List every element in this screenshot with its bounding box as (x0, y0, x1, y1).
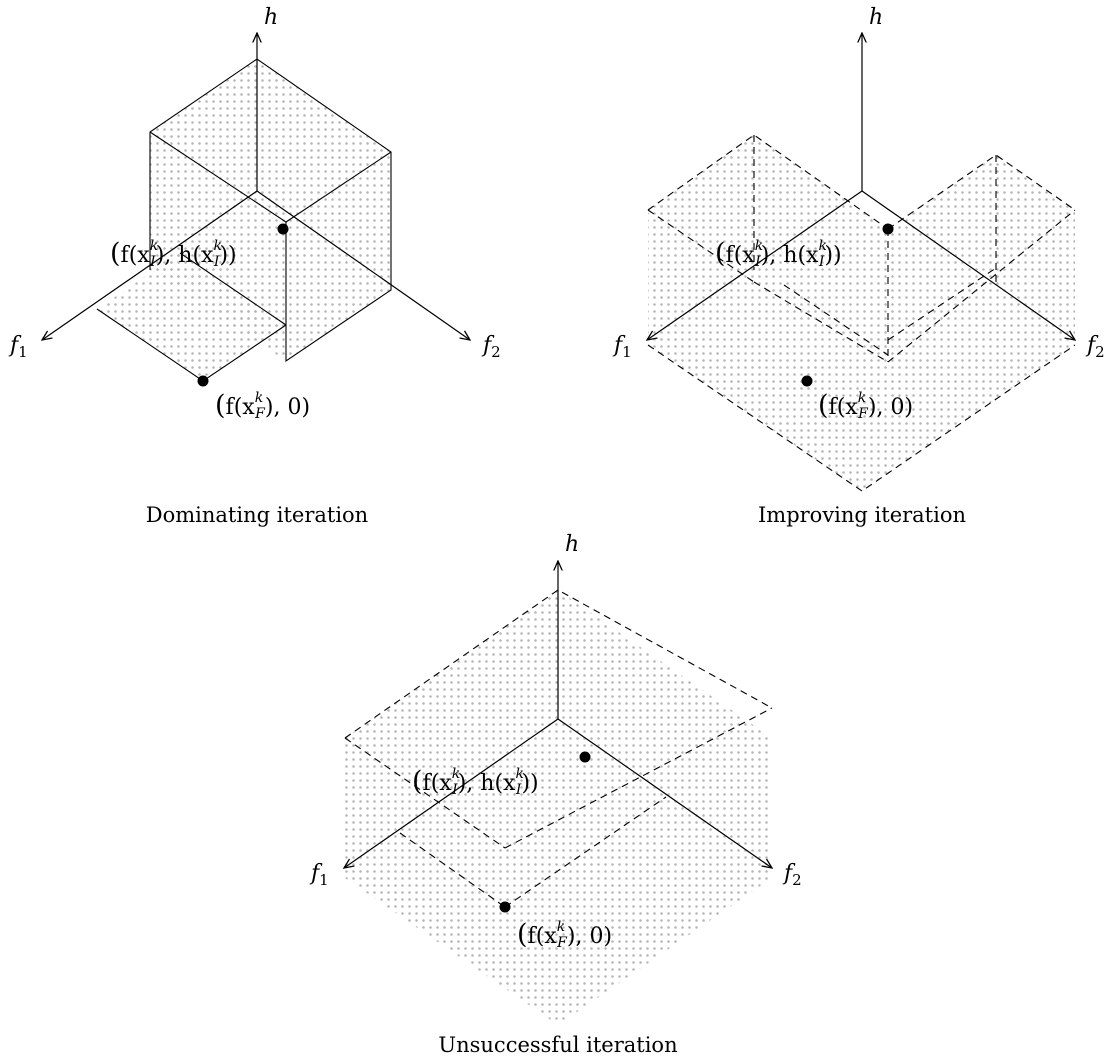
feasible-point (801, 375, 813, 387)
dominated-region-f (97, 253, 286, 381)
unsuccessful-region (345, 590, 772, 1025)
f2-axis (861, 190, 1075, 340)
h-axis-label: h (869, 5, 883, 30)
f2-axis-label: f2 (782, 861, 802, 889)
f1-axis-label: f1 (612, 333, 632, 361)
infeasible-point (277, 223, 289, 235)
caption-improving: Improving iteration (758, 503, 966, 527)
f1-axis (647, 190, 863, 340)
f1-axis-label: f1 (8, 333, 28, 361)
caption-unsuccessful: Unsuccessful iteration (438, 1033, 677, 1057)
infeasible-point (579, 751, 591, 763)
infeasible-point (882, 223, 894, 235)
f2-axis (256, 190, 470, 340)
dominated-cube (150, 59, 391, 361)
feasible-point (499, 901, 511, 913)
caption-dominating: Dominating iteration (146, 503, 368, 527)
f1-axis-label: f1 (309, 861, 329, 889)
h-axis-label: h (565, 532, 579, 557)
f1-axis (344, 718, 559, 868)
improving-region-lower (648, 135, 1075, 491)
f2-axis (557, 718, 772, 868)
f1-axis (42, 190, 258, 340)
feasible-point (197, 375, 209, 387)
f2-axis-label: f2 (1085, 333, 1105, 361)
f2-axis-label: f2 (481, 333, 501, 361)
h-axis-label: h (264, 5, 278, 30)
